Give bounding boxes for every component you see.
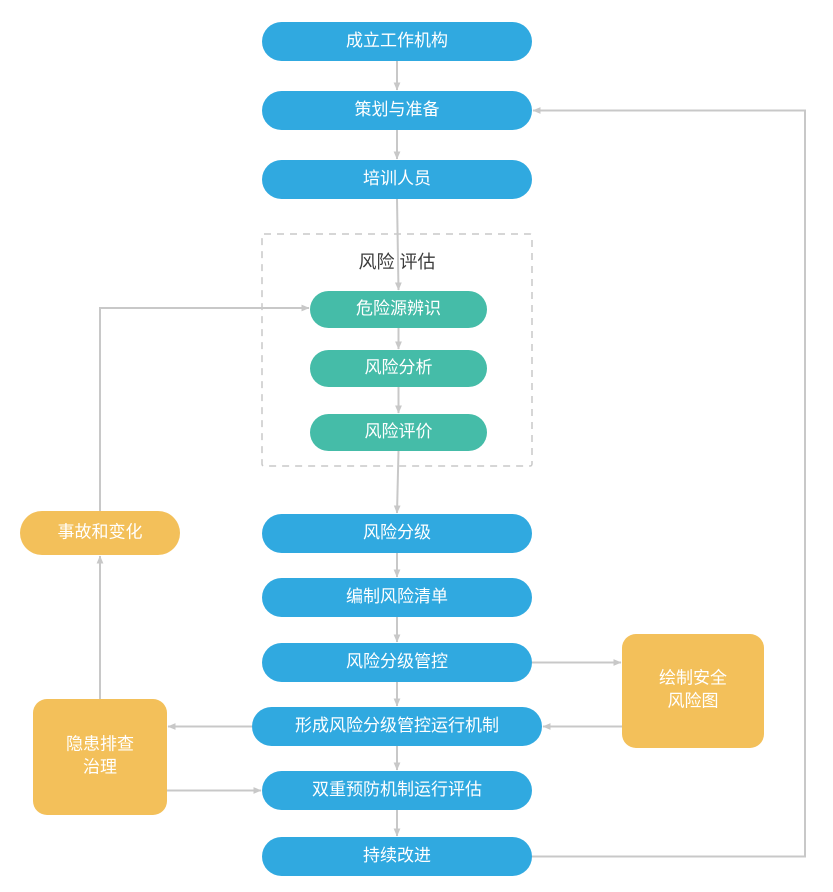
node-shape[interactable] (262, 91, 532, 130)
node-label: 风险分级 (363, 523, 431, 542)
node-label: 编制风险清单 (346, 587, 448, 606)
node-label: 策划与准备 (355, 100, 440, 119)
node-label: 事故和变化 (58, 522, 143, 541)
risk-assessment-group-title: 风险 评估 (358, 252, 435, 272)
node-n11[interactable]: 双重预防机制运行评估 (262, 771, 532, 810)
edge-n6-to-n7 (393, 450, 401, 514)
node-label: 绘制安全风险图 (659, 669, 727, 711)
node-n4[interactable]: 危险源辨识 (310, 291, 487, 328)
node-n12[interactable]: 持续改进 (262, 837, 532, 876)
node-label: 危险源辨识 (356, 299, 441, 318)
node-shape[interactable] (33, 699, 167, 815)
node-n3[interactable]: 培训人员 (262, 160, 532, 199)
edge-n12-to-n2 (532, 107, 806, 858)
node-shape[interactable] (262, 837, 532, 876)
node-n7[interactable]: 风险分级 (262, 514, 532, 553)
node-shape[interactable] (20, 511, 180, 555)
node-shape[interactable] (310, 414, 487, 451)
node-shape[interactable] (252, 707, 542, 746)
node-label: 形成风险分级管控运行机制 (295, 716, 499, 735)
node-label: 培训人员 (363, 169, 431, 188)
node-layer: 成立工作机构策划与准备培训人员危险源辨识风险分析风险评价风险分级编制风险清单风险… (20, 22, 764, 876)
node-n9[interactable]: 风险分级管控 (262, 643, 532, 682)
edge-layer (96, 61, 806, 858)
edge-n13-to-n4 (99, 304, 310, 511)
node-shape[interactable] (310, 350, 487, 387)
node-n5[interactable]: 风险分析 (310, 350, 487, 387)
node-shape[interactable] (310, 291, 487, 328)
node-shape[interactable] (262, 160, 532, 199)
node-n13[interactable]: 事故和变化 (20, 511, 180, 555)
node-shape[interactable] (262, 514, 532, 553)
node-shape[interactable] (262, 643, 532, 682)
node-n8[interactable]: 编制风险清单 (262, 578, 532, 617)
node-shape[interactable] (262, 771, 532, 810)
node-n2[interactable]: 策划与准备 (262, 91, 532, 130)
node-label: 隐患排查治理 (66, 735, 134, 777)
node-n14[interactable]: 隐患排查治理 (33, 699, 167, 815)
node-label: 风险分级管控 (346, 652, 448, 671)
node-shape[interactable] (262, 578, 532, 617)
node-n1[interactable]: 成立工作机构 (262, 22, 532, 61)
group-box-layer: 风险 评估 (261, 233, 533, 467)
node-label: 风险评价 (365, 422, 433, 441)
node-shape[interactable] (262, 22, 532, 61)
node-n10[interactable]: 形成风险分级管控运行机制 (252, 707, 542, 746)
risk-assessment-group-box (261, 233, 533, 467)
node-n6[interactable]: 风险评价 (310, 414, 487, 451)
node-shape[interactable] (622, 634, 764, 748)
node-label: 持续改进 (363, 846, 431, 865)
node-label: 成立工作机构 (346, 31, 448, 50)
node-n15[interactable]: 绘制安全风险图 (622, 634, 764, 748)
node-label: 风险分析 (365, 358, 433, 377)
edge-n3-to-n4 (394, 198, 402, 291)
node-label: 双重预防机制运行评估 (312, 780, 482, 799)
